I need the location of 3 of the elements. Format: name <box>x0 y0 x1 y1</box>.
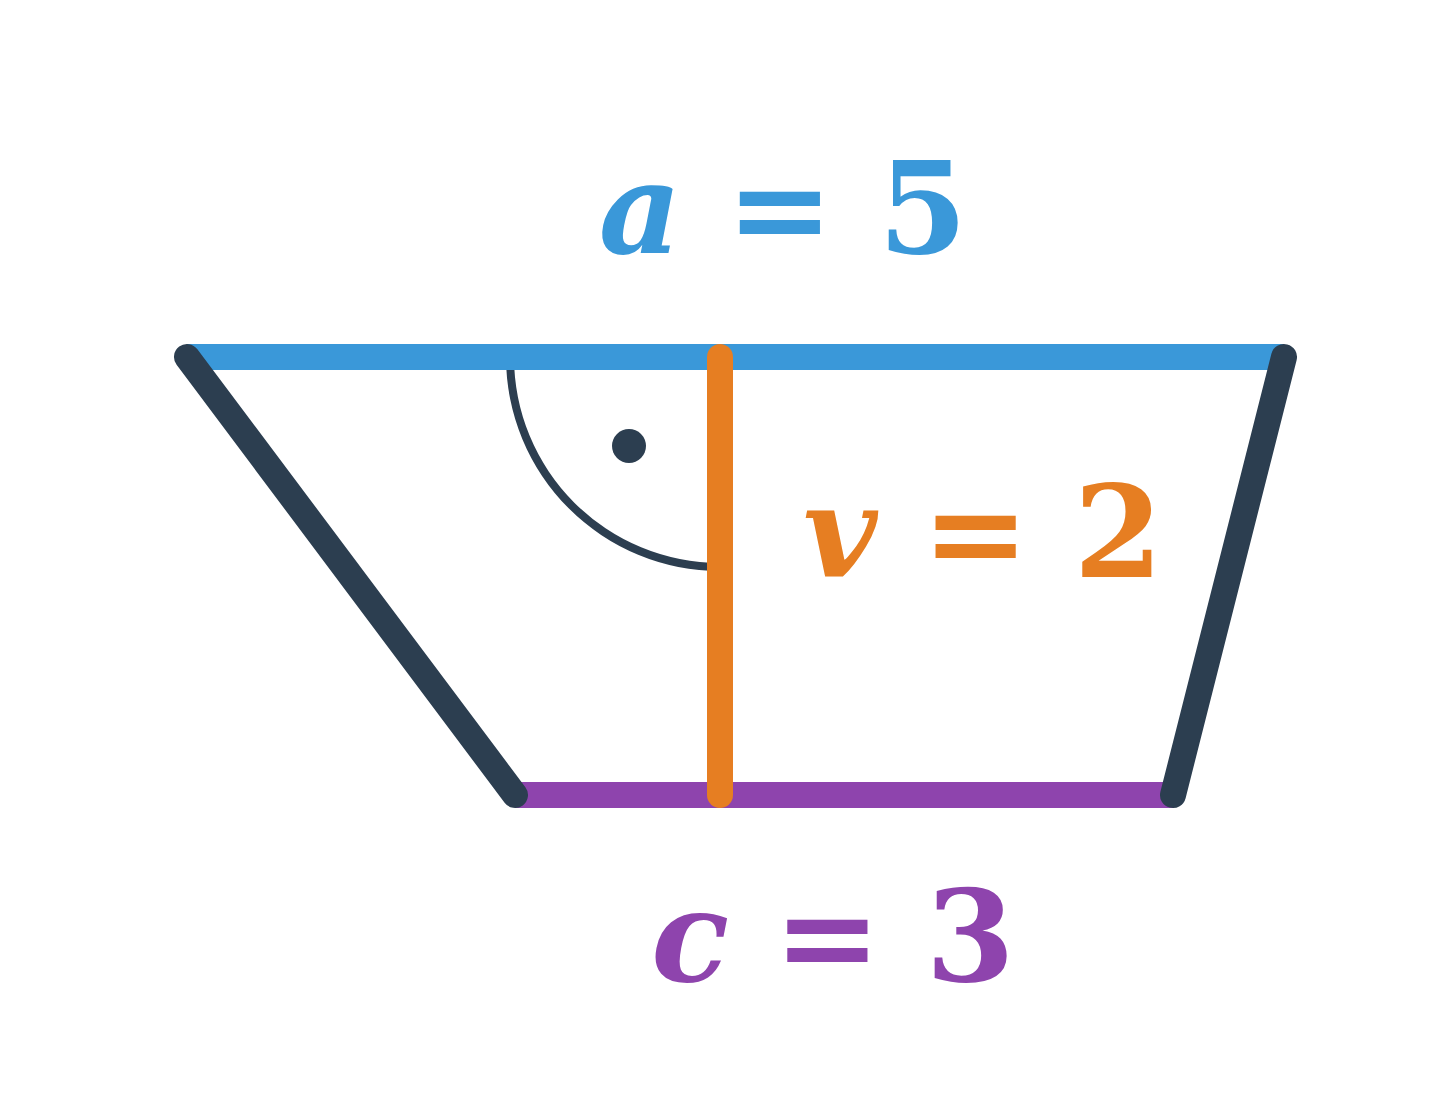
equation-label: a = 5 <box>598 144 968 272</box>
equation-label: c = 3 <box>651 872 1015 1000</box>
equation-label: v = 2 <box>803 468 1163 596</box>
